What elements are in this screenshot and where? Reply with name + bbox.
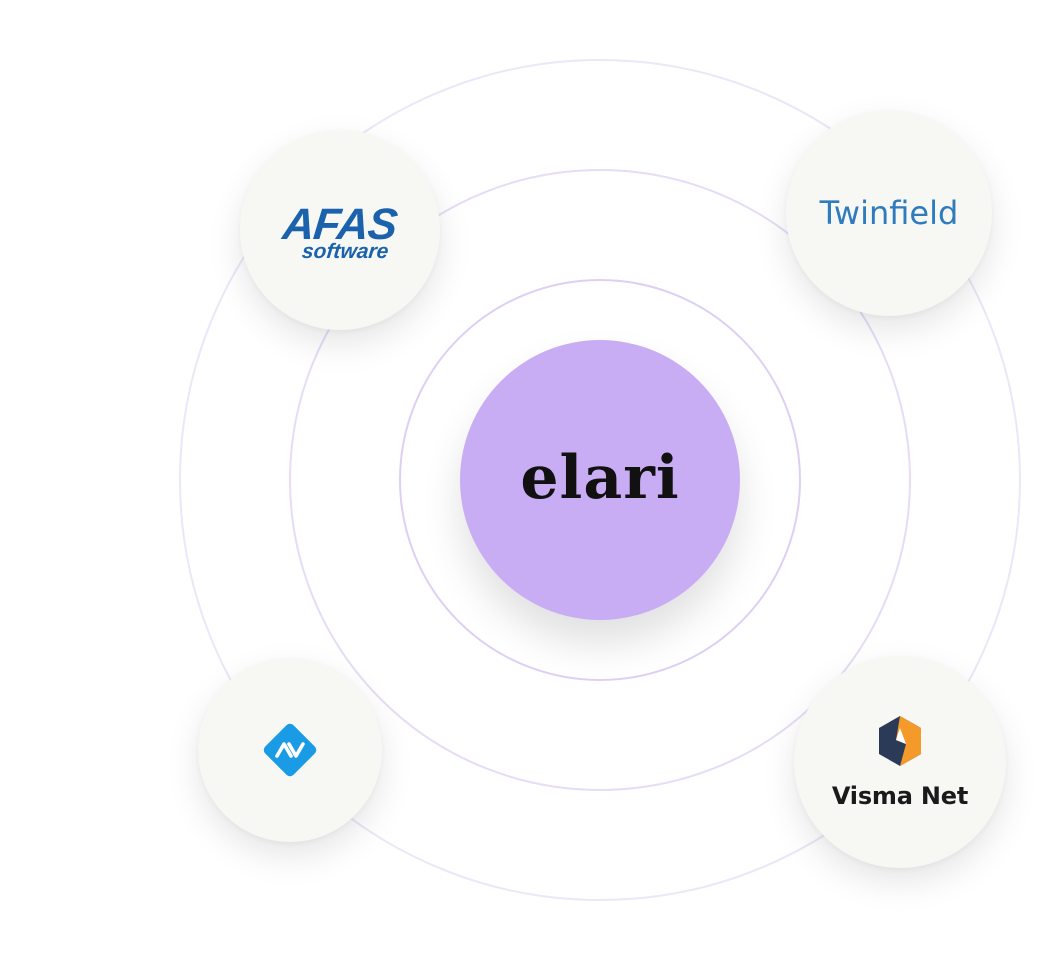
outer-ring bbox=[179, 59, 1021, 901]
twinfield-node: Twinfield bbox=[786, 110, 992, 316]
visma-hex-icon bbox=[879, 716, 921, 766]
av-diamond-icon bbox=[263, 723, 317, 777]
av-node bbox=[198, 658, 382, 842]
middle-ring bbox=[289, 169, 911, 791]
afas-logo-main: AFAS bbox=[280, 200, 400, 249]
twinfield-logo-text: Twinfield bbox=[819, 194, 959, 232]
elari-logo-text: elari bbox=[520, 443, 680, 513]
inner-ring bbox=[399, 279, 801, 681]
afas-software-node: AFAS software bbox=[240, 130, 440, 330]
afas-logo-sub: software bbox=[300, 240, 390, 263]
elari-hub: elari bbox=[460, 340, 740, 620]
visma-net-node: Visma Net bbox=[794, 656, 1006, 868]
visma-net-logo-text: Visma Net bbox=[831, 782, 969, 810]
